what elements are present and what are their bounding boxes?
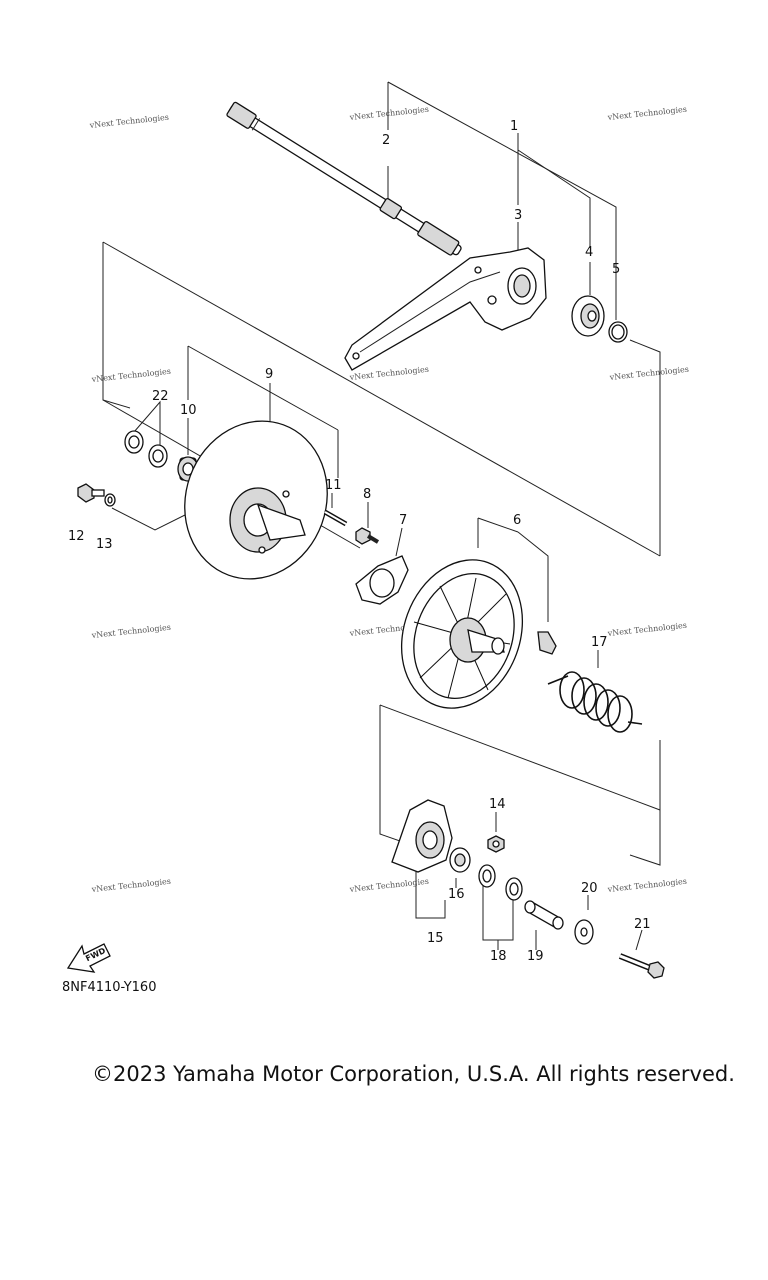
watermark: vNext Technologies [606, 105, 687, 122]
callout-22: 22 [152, 389, 169, 404]
callout-6: 6 [513, 513, 521, 528]
part-4-bearing [571, 295, 605, 337]
copyright-notice: ©2023 Yamaha Motor Corporation, U.S.A. A… [92, 1062, 735, 1086]
part-20-washer [574, 919, 594, 945]
watermarks: vNext Technologies vNext Technologies vN… [88, 105, 689, 894]
part-19-collar [524, 900, 564, 930]
callout-3: 3 [514, 208, 522, 223]
callout-4: 4 [585, 245, 593, 260]
callout-labels: 1 2 3 4 5 6 7 8 9 10 11 12 13 14 15 16 1… [68, 119, 651, 964]
watermark: vNext Technologies [606, 877, 687, 894]
callout-2: 2 [382, 133, 390, 148]
part-13-washer [104, 493, 116, 507]
part-17-spring [547, 671, 643, 733]
part-3-arm [344, 247, 547, 371]
part-18-washers [478, 864, 523, 901]
part-9-fixed-sheave [184, 420, 328, 580]
callout-7: 7 [399, 513, 407, 528]
diagram-code: 8NF4110-Y160 [62, 980, 157, 995]
part-12-bolt [77, 483, 105, 503]
watermark: vNext Technologies [606, 621, 687, 638]
watermark: vNext Technologies [90, 877, 171, 894]
part-22-washers [124, 430, 168, 468]
part-14-nut [487, 835, 505, 853]
callout-21: 21 [634, 917, 651, 932]
part-7-gasket [355, 555, 409, 605]
callout-18: 18 [490, 949, 507, 964]
callout-5: 5 [612, 262, 620, 277]
callout-9: 9 [265, 367, 273, 382]
callout-10: 10 [180, 403, 197, 418]
part-16-bushing [449, 847, 471, 873]
part-8-screw [355, 527, 380, 545]
callout-12: 12 [68, 529, 85, 544]
callout-17: 17 [591, 635, 608, 650]
watermark: vNext Technologies [348, 877, 429, 894]
callout-20: 20 [581, 881, 598, 896]
callout-15: 15 [427, 931, 444, 946]
callout-14: 14 [489, 797, 506, 812]
callout-1: 1 [510, 119, 518, 134]
watermark: vNext Technologies [348, 105, 429, 122]
callout-16: 16 [448, 887, 465, 902]
callout-8: 8 [363, 487, 371, 502]
part-2-shaft [226, 101, 462, 256]
watermark: vNext Technologies [608, 365, 689, 382]
part-6-movable-sheave [400, 559, 557, 709]
callout-11: 11 [325, 478, 342, 493]
part-21-bolt [618, 953, 665, 979]
watermark: vNext Technologies [348, 365, 429, 382]
watermark: vNext Technologies [90, 367, 171, 384]
callout-13: 13 [96, 537, 113, 552]
part-5-circlip [608, 321, 628, 343]
fwd-arrow-icon: FWD [66, 943, 111, 973]
part-15-housing [391, 799, 453, 873]
part-11-stud [323, 509, 348, 527]
watermark: vNext Technologies [90, 623, 171, 640]
watermark: vNext Technologies [88, 113, 169, 130]
callout-19: 19 [527, 949, 544, 964]
leader-lines [102, 81, 661, 951]
